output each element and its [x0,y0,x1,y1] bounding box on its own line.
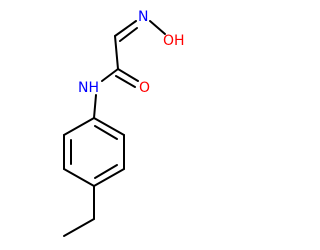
bond-c-c-alpha [114,35,119,70]
bond-c-n-amide [101,68,119,82]
ring-double-inner-2 [94,164,118,179]
ring-double-inner-1 [94,125,118,140]
structure-diagram: N OH NH O [63,9,185,237]
bond-c-n-double-outer [114,20,137,37]
atom-label-o-carbonyl: O [139,80,150,96]
atom-label-hydroxyl: OH [163,33,185,49]
bond-c-o-double-inner [115,75,136,88]
ring-bond-3 [93,168,125,187]
ring-bond-4 [63,168,95,187]
ring-bond-1 [93,117,125,136]
bond-n-ring [93,94,97,119]
bond-n-o [149,20,166,35]
bond-c-n-double-inner [119,27,138,42]
bond-c-o-double-outer [117,68,139,82]
bond-ethyl-methyl [63,218,95,237]
atom-label-nh-amide: NH [78,80,99,96]
ring-bond-6 [63,117,95,136]
atom-label-n-oxime: N [138,9,148,25]
